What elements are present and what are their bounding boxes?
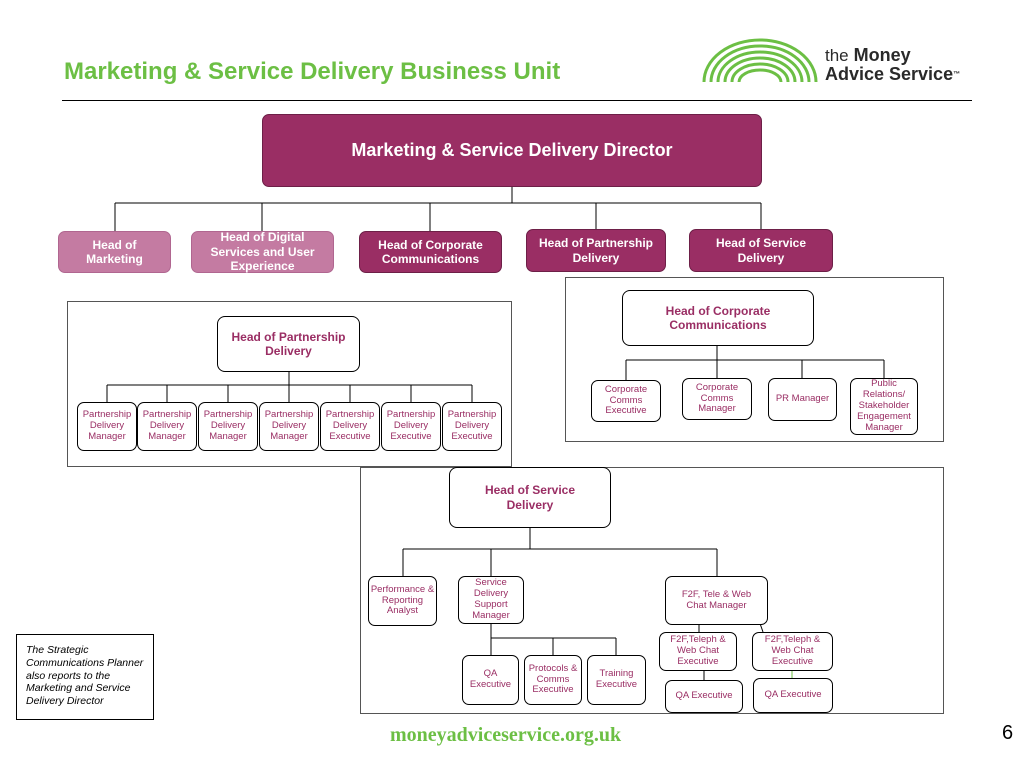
service-panel-title: Head of Service Delivery (449, 467, 611, 528)
support-manager: Service Delivery Support Manager (458, 576, 524, 624)
corporate-role: Corporate Comms Executive (591, 380, 661, 422)
reporting-note: The Strategic Communications Planner als… (16, 634, 154, 720)
corporate-role: Public Relations/ Stakeholder Engagement… (850, 378, 918, 435)
partnership-role: Partnership Delivery Manager (137, 402, 197, 451)
logo: the Money Advice Service™ (825, 45, 961, 84)
support-team-role: Training Executive (587, 655, 646, 705)
head-of-service-delivery: Head of Service Delivery (689, 229, 833, 272)
performance-analyst: Performance & Reporting Analyst (368, 576, 437, 626)
head-of-marketing: Head of Marketing (58, 231, 171, 273)
partnership-role: Partnership Delivery Manager (198, 402, 258, 451)
page-number: 6 (1002, 722, 1014, 744)
chat-executive: F2F,Teleph & Web Chat Executive (752, 632, 833, 671)
chat-executive: F2F,Teleph & Web Chat Executive (659, 632, 737, 671)
head-of-digital-services: Head of Digital Services and User Experi… (191, 230, 334, 273)
corporate-role: Corporate Comms Manager (682, 378, 752, 420)
qa-executive: QA Executive (753, 678, 833, 713)
support-team-role: Protocols & Comms Executive (524, 655, 582, 705)
partnership-role: Partnership Delivery Manager (77, 402, 137, 451)
chat-manager: F2F, Tele & Web Chat Manager (665, 576, 768, 625)
corporate-panel-title: Head of Corporate Communications (622, 290, 814, 346)
header-divider (62, 100, 972, 101)
partnership-role: Partnership Delivery Executive (381, 402, 441, 451)
head-of-partnership-delivery: Head of Partnership Delivery (526, 229, 666, 272)
partnership-role: Partnership Delivery Executive (442, 402, 502, 451)
partnership-role: Partnership Delivery Executive (320, 402, 380, 451)
partnership-panel-title: Head of Partnership Delivery (217, 316, 360, 372)
head-of-corporate-communications: Head of Corporate Communications (359, 231, 502, 273)
director-box: Marketing & Service Delivery Director (262, 114, 762, 187)
support-team-role: QA Executive (462, 655, 519, 705)
partnership-role: Partnership Delivery Manager (259, 402, 319, 451)
footer-url: moneyadviceservice.org.uk (390, 724, 622, 746)
corporate-role: PR Manager (768, 378, 837, 421)
qa-executive: QA Executive (665, 680, 743, 713)
page-title: Marketing & Service Delivery Business Un… (64, 58, 561, 85)
